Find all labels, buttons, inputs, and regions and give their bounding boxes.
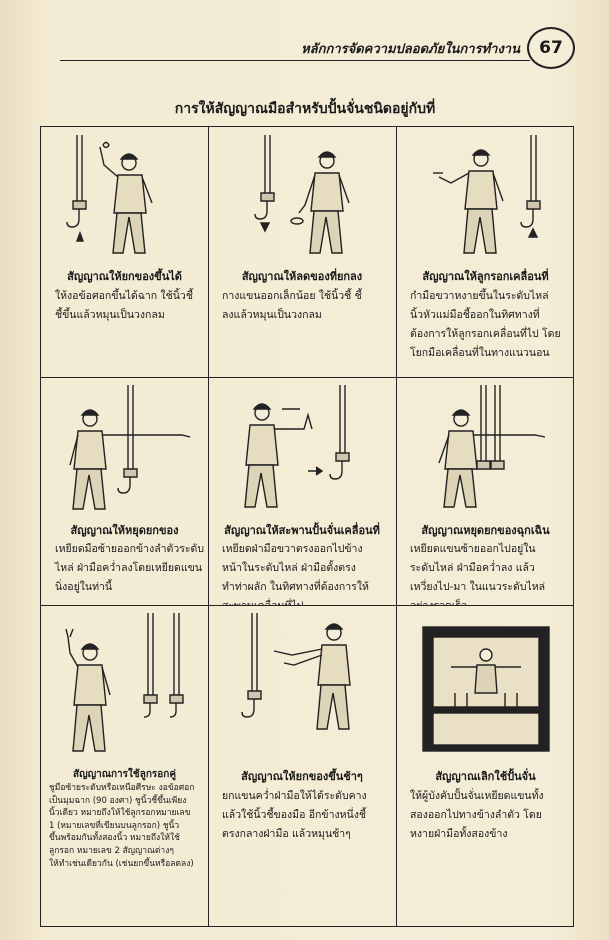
- signal-cell-emergency-stop: สัญญาณหยุดยกของฉุกเฉิน เหยียดแขนซ้ายออกไ…: [396, 377, 575, 605]
- worker-stop-figure: [68, 385, 190, 510]
- grid-divider: [396, 127, 397, 926]
- signal-description: ให้ผู้บังคับปั้นจั่นเหยียดแขนทั้ง สองออก…: [410, 790, 544, 840]
- signal-illustration: [41, 133, 208, 261]
- worker-lower-hoist-figure: [254, 135, 350, 254]
- signal-title: สัญญาณให้ลดของที่ยกลง: [241, 270, 363, 283]
- signal-illustration: [208, 611, 396, 739]
- grid-divider: [41, 377, 573, 378]
- signal-description: เหยียดมือซ้ายออกข้างลำตัวระดับ ไหล่ ฝ่าม…: [55, 543, 205, 593]
- signal-description: ยกแขนคว่ำฝ่ามือให้ได้ระดับคาง แล้วใช้นิ้…: [222, 790, 367, 840]
- signal-cell-bridge-travel: สัญญาณให้สะพานปั้นจั่นเคลื่อนที่ เหยียดฝ…: [208, 377, 396, 605]
- signal-description: เหยียดแขนซ้ายออกไปอยู่ใน ระดับไหล่ ฝ่ามื…: [410, 543, 546, 605]
- grid-divider: [41, 605, 573, 606]
- signal-title: สัญญาณให้หยุดยกของ: [70, 524, 179, 537]
- signal-illustration: [41, 383, 208, 511]
- worker-two-hoists-figure: [64, 613, 184, 752]
- signal-illustration: [208, 383, 396, 511]
- signal-description: ชูมือซ้ายระดับหรือเหนือศีรษะ งอข้อศอก เป…: [49, 783, 195, 869]
- section-title: การให้สัญญาณมือสำหรับปั้นจั่นชนิดอยู่กับ…: [174, 101, 436, 117]
- signal-cell-lower-down: สัญญาณให้ลดของที่ยกลง กางแขนออกเล็กน้อย …: [208, 127, 396, 377]
- signal-title: สัญญาณให้ยกของขึ้นได้: [67, 270, 182, 283]
- signal-cell-lift-up: สัญญาณให้ยกของขึ้นได้ ให้งอข้อศอกขึ้นได้…: [41, 127, 208, 377]
- worker-bridge-push-figure: [244, 385, 350, 508]
- signal-description: กางแขนออกเล็กน้อย ใช้นิ้วชี้ ชี้ ลงแล้วห…: [222, 290, 362, 321]
- worker-raise-hoist-figure: [65, 135, 153, 254]
- signal-title: สัญญาณให้ลูกรอกเคลื่อนที่: [422, 270, 549, 283]
- worker-emergency-stop-figure: [437, 385, 545, 508]
- signal-illustration: [396, 383, 575, 511]
- signal-description: ให้งอข้อศอกขึ้นได้ฉาก ใช้นิ้วชี้ ชี้ขึ้น…: [55, 290, 193, 321]
- signal-grid: สัญญาณให้ยกของขึ้นได้ ให้งอข้อศอกขึ้นได้…: [40, 126, 574, 927]
- signal-cell-multiple-trolleys: สัญญาณการใช้ลูกรอกคู่ ชูมือซ้ายระดับหรือ…: [41, 605, 208, 928]
- page-number: 67: [527, 27, 575, 69]
- signal-description: กำมือขวาหงายขึ้นในระดับไหล่ นิ้วหัวแม่มื…: [410, 290, 561, 359]
- crane-cab-operator-figure: [421, 626, 550, 752]
- signal-description: เหยียดฝ่ามือขวาตรงออกไปข้าง หน้าในระดับไ…: [222, 543, 369, 605]
- running-header-title: หลักการจัดความปลอดภัยในการทำงาน: [301, 42, 520, 57]
- signal-cell-stop: สัญญาณให้หยุดยกของ เหยียดมือซ้ายออกข้างล…: [41, 377, 208, 605]
- signal-title: สัญญาณให้ยกของขึ้นช้าๆ: [241, 770, 363, 783]
- signal-illustration: [396, 621, 575, 752]
- signal-illustration: [208, 133, 396, 261]
- signal-cell-stop-using-crane: สัญญาณเลิกใช้ปั้นจั่น ให้ผู้บังคับปั้นจั…: [396, 605, 575, 928]
- signal-cell-trolley-travel: สัญญาณให้ลูกรอกเคลื่อนที่ กำมือขวาหงายขึ…: [396, 127, 575, 377]
- signal-title: สัญญาณเลิกใช้ปั้นจั่น: [435, 770, 536, 783]
- signal-illustration: [41, 611, 208, 752]
- signal-title: สัญญาณให้สะพานปั้นจั่นเคลื่อนที่: [224, 524, 380, 537]
- grid-divider: [208, 127, 209, 926]
- signal-title: สัญญาณการใช้ลูกรอกคู่: [72, 769, 177, 780]
- worker-trolley-travel-figure: [432, 135, 541, 254]
- worker-slow-lift-figure: [241, 613, 351, 730]
- header-rule: [60, 60, 530, 61]
- signal-illustration: [396, 133, 575, 261]
- signal-title: สัญญาณหยุดยกของฉุกเฉิน: [421, 524, 550, 537]
- signal-cell-slow-lift: สัญญาณให้ยกของขึ้นช้าๆ ยกแขนคว่ำฝ่ามือให…: [208, 605, 396, 928]
